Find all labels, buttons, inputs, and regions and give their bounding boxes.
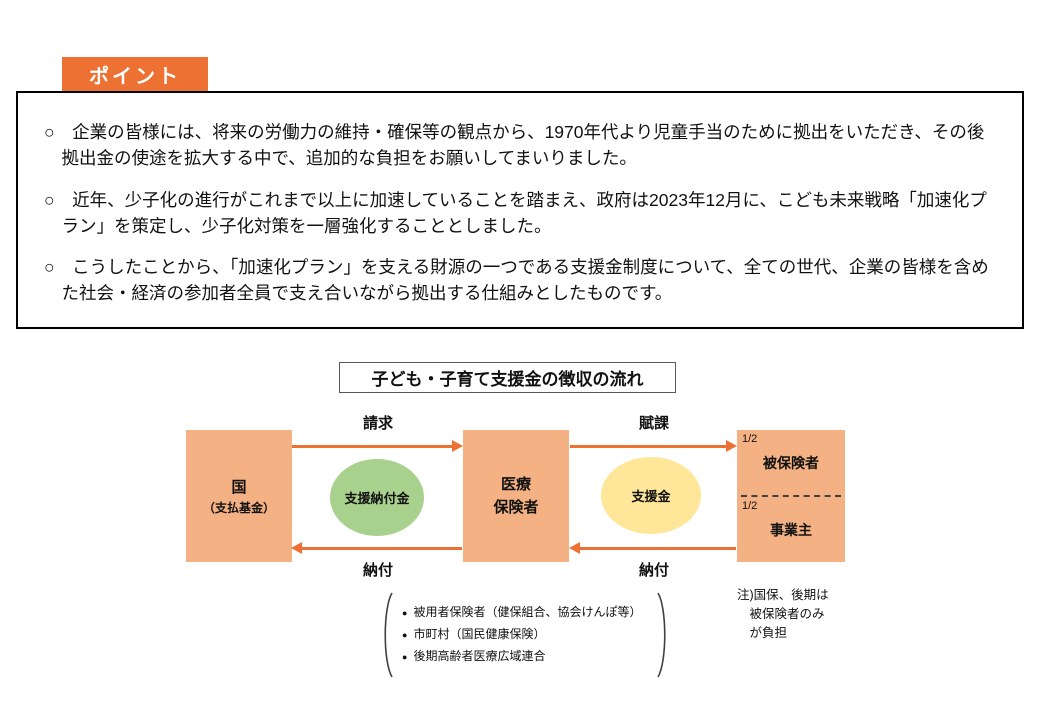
bullet-icon: ● bbox=[402, 652, 408, 663]
left-parenthesis-icon bbox=[384, 592, 393, 678]
list-item-label: 被用者保険者（健保組合、協会けんぽ等） bbox=[413, 605, 642, 619]
box-insured-employer: 1/2 被保険者 1/2 事業主 bbox=[737, 430, 845, 562]
employer-section: 1/2 事業主 bbox=[737, 497, 845, 562]
ellipse-support-fund: 支援金 bbox=[601, 457, 701, 534]
label-request: 請求 bbox=[362, 415, 393, 432]
point-paragraph: ○ 企業の皆様には、将来の労働力の維持・確保等の観点から、1970年代より児童手… bbox=[44, 122, 985, 169]
arrow-request bbox=[292, 440, 463, 452]
arrowhead-icon bbox=[569, 542, 580, 554]
list-item: ● 後期高齢者医療広域連合 bbox=[402, 645, 656, 667]
label-levy: 賦課 bbox=[638, 415, 669, 432]
arrowhead-icon bbox=[726, 440, 737, 452]
box-label: 国 bbox=[231, 479, 247, 496]
arrow-levy bbox=[570, 440, 737, 452]
list-item: ● 被用者保険者（健保組合、協会けんぽ等） bbox=[402, 601, 656, 623]
point-paragraph: ○ こうしたことから、「加速化プラン」を支える財源の一つである支援金制度について… bbox=[44, 257, 989, 304]
points-box: ○ 企業の皆様には、将来の労働力の維持・確保等の観点から、1970年代より児童手… bbox=[16, 91, 1024, 329]
bullet-icon: ● bbox=[402, 630, 408, 641]
point-paragraph: ○ 近年、少子化の進行がこれまで以上に加速していることを踏まえ、政府は2023年… bbox=[44, 189, 987, 236]
arrow-payment-left bbox=[291, 542, 462, 554]
arrow-payment-right bbox=[569, 542, 736, 554]
diagram-title: 子ども・子育て支援金の徴収の流れ bbox=[339, 362, 676, 393]
box-medical-insurer: 医療 保険者 bbox=[463, 430, 569, 562]
list-item: ● 市町村（国民健康保険） bbox=[402, 623, 656, 645]
arrowhead-icon bbox=[291, 542, 302, 554]
right-parenthesis-icon bbox=[657, 592, 666, 678]
bullet-icon: ● bbox=[402, 608, 408, 618]
insurer-list: ● 被用者保険者（健保組合、協会けんぽ等） ● 市町村（国民健康保険） ● 後期… bbox=[380, 592, 670, 678]
box-sublabel: （支払基金） bbox=[202, 501, 275, 515]
dashed-divider bbox=[741, 495, 841, 497]
insured-label: 被保険者 bbox=[763, 454, 819, 471]
note-text: 注)国保、後期は 被保険者のみ が負担 bbox=[737, 588, 829, 640]
fraction-label: 1/2 bbox=[742, 500, 758, 512]
insurer-list-items: ● 被用者保険者（健保組合、協会けんぽ等） ● 市町村（国民健康保険） ● 後期… bbox=[402, 601, 656, 668]
insured-section: 1/2 被保険者 bbox=[737, 430, 845, 495]
label-payment-left: 納付 bbox=[362, 562, 393, 579]
points-header: ポイント bbox=[62, 57, 208, 91]
employer-label: 事業主 bbox=[770, 521, 812, 538]
label-payment-right: 納付 bbox=[638, 562, 669, 579]
box-national-government: 国 （支払基金） bbox=[186, 430, 292, 562]
list-item-label: 市町村（国民健康保険） bbox=[413, 627, 546, 642]
list-item-label: 後期高齢者医療広域連合 bbox=[413, 649, 546, 664]
ellipse-support-payment: 支援納付金 bbox=[330, 459, 424, 536]
fraction-label: 1/2 bbox=[742, 433, 758, 445]
arrowhead-icon bbox=[452, 440, 463, 452]
